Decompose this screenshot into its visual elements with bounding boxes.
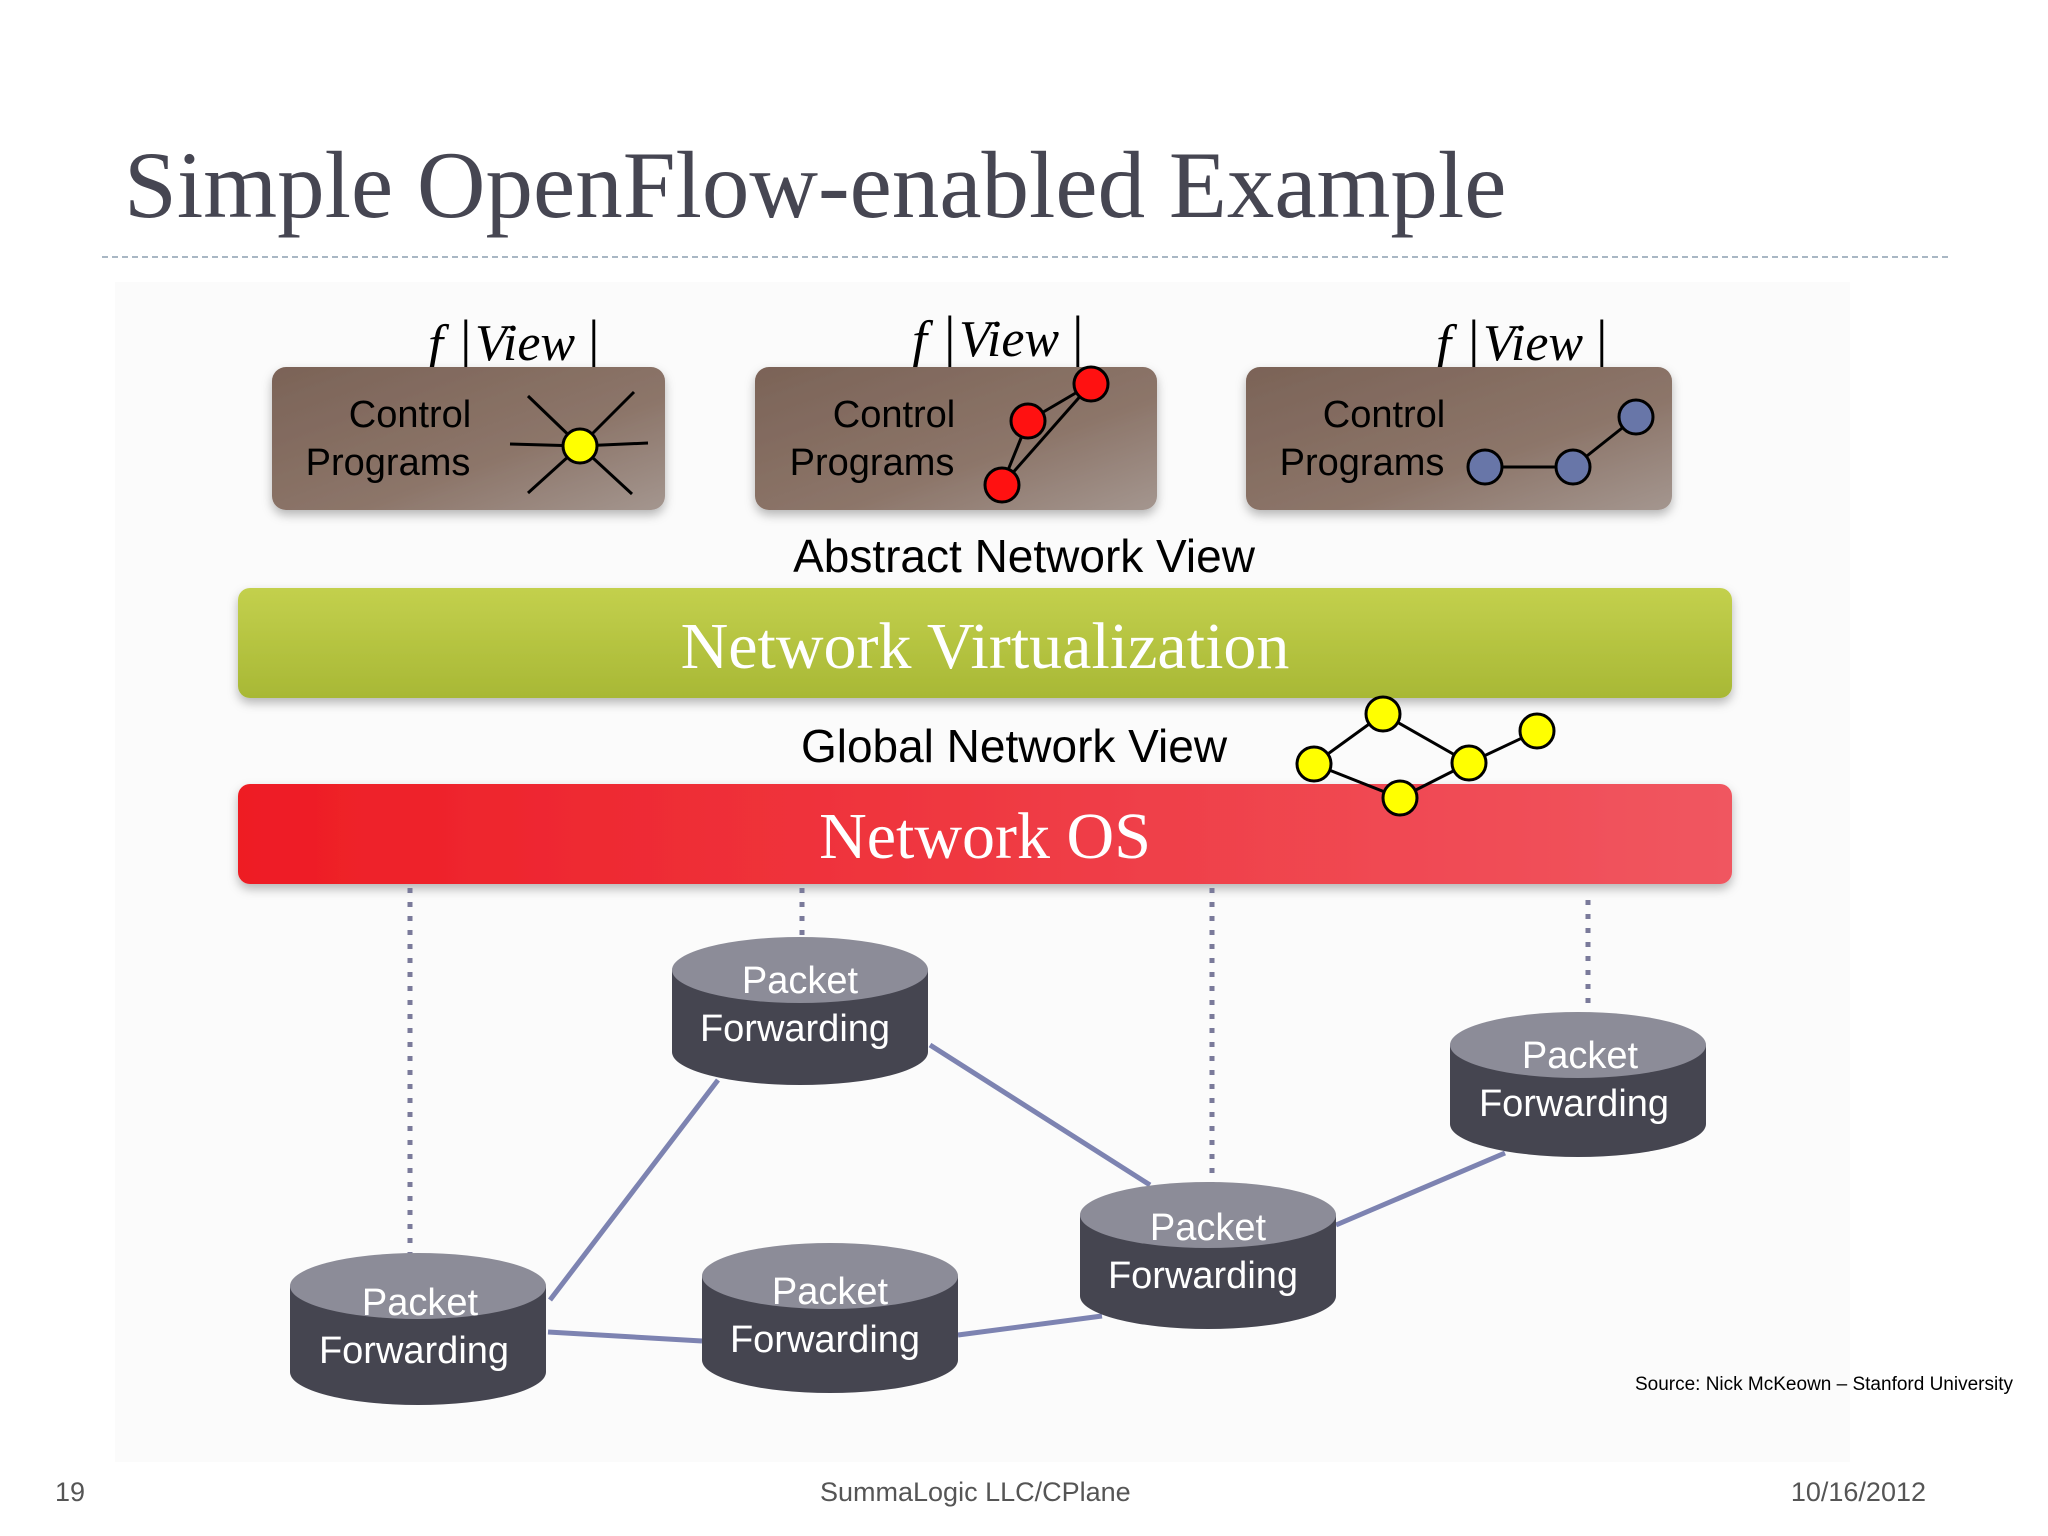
switch-label-line1: Packet: [1150, 1207, 1267, 1249]
global-network-graph-icon: [1295, 695, 1556, 817]
control-program-view-bracket-close: |: [588, 308, 600, 373]
switch-top: [1080, 1182, 1336, 1248]
control-program-label-line1: Control: [1323, 394, 1446, 436]
control-program-view-label: View: [1483, 315, 1583, 372]
control-program-view-bracket-open: |: [460, 308, 472, 373]
packet-forwarding-switch-2: Packet Forwarding: [672, 937, 928, 1085]
control-program-view-bracket-open: |: [944, 304, 956, 369]
global-network-view-label: Global Network View: [801, 720, 1228, 772]
source-note: Source: Nick McKeown – Stanford Universi…: [1634, 1374, 2013, 1395]
network-os-bar: [238, 784, 1732, 884]
control-program-box: [272, 367, 665, 510]
switch-label-line1: Packet: [772, 1271, 889, 1313]
network-os-label: Network OS: [819, 800, 1151, 873]
switch-top: [290, 1253, 546, 1319]
switch-top: [1450, 1012, 1706, 1078]
switch-top: [702, 1243, 958, 1309]
control-program-label-line1: Control: [833, 394, 956, 436]
packet-forwarding-switch-5: Packet Forwarding: [1080, 1182, 1336, 1329]
path-topology-icon: [983, 365, 1110, 504]
switch-body: [672, 970, 928, 1085]
page-number: 19: [55, 1477, 86, 1507]
network-virtualization-label: Network Virtualization: [681, 610, 1290, 683]
switch-link: [1335, 1150, 1506, 1228]
switch-links: [547, 1042, 1506, 1344]
star-topology-icon: [509, 390, 649, 496]
switch-body: [702, 1276, 958, 1393]
network-virtualization-bar: [238, 588, 1732, 698]
switch-label-line2: Forwarding: [1479, 1083, 1669, 1125]
footer-date: 10/16/2012: [1790, 1477, 1926, 1507]
switch-link: [928, 1042, 1152, 1188]
switch-body: [290, 1286, 546, 1405]
packet-forwarding-switch-3: Packet Forwarding: [702, 1243, 958, 1393]
footer-organization: SummaLogic LLC/CPlane: [820, 1477, 1131, 1507]
switch-link: [957, 1313, 1103, 1338]
switch-label-line2: Forwarding: [730, 1319, 920, 1361]
control-program-view-bracket-open: |: [1468, 308, 1480, 373]
abstract-network-view-label: Abstract Network View: [793, 530, 1256, 582]
packet-forwarding-switch-4: Packet Forwarding: [1450, 1012, 1706, 1157]
packet-forwarding-switch-1: Packet Forwarding: [290, 1253, 546, 1405]
control-program-label-line1: Control: [349, 394, 472, 436]
switch-link: [548, 1078, 720, 1302]
path-topology-icon: [1466, 398, 1655, 486]
slide-title: Simple OpenFlow-enabled Example: [124, 132, 1507, 238]
control-program-view-bracket-close: |: [1596, 308, 1608, 373]
control-program-view-label: View: [475, 315, 575, 372]
control-program-label-line2: Programs: [1280, 442, 1445, 484]
control-program-view-label: View: [959, 311, 1059, 368]
control-program-label-line2: Programs: [306, 442, 471, 484]
switch-label-line1: Packet: [362, 1282, 479, 1324]
switch-label-line2: Forwarding: [700, 1008, 890, 1050]
switch-label-line2: Forwarding: [319, 1330, 509, 1372]
switch-link: [547, 1329, 703, 1344]
control-program-box-2: f | View | Control Programs: [755, 304, 1157, 510]
switch-label-line1: Packet: [1522, 1035, 1639, 1077]
control-program-view-bracket-close: |: [1072, 304, 1084, 369]
switch-top: [672, 937, 928, 1003]
control-program-box-1: f | View | Control Programs: [272, 308, 665, 510]
title-divider: [102, 256, 1948, 258]
controller-connection-lines: [407, 888, 1591, 1262]
control-program-label-line2: Programs: [790, 442, 955, 484]
switch-label-line1: Packet: [742, 960, 859, 1002]
switch-label-line2: Forwarding: [1108, 1255, 1298, 1297]
control-program-box-3: f | View | Control Programs: [1246, 308, 1672, 510]
